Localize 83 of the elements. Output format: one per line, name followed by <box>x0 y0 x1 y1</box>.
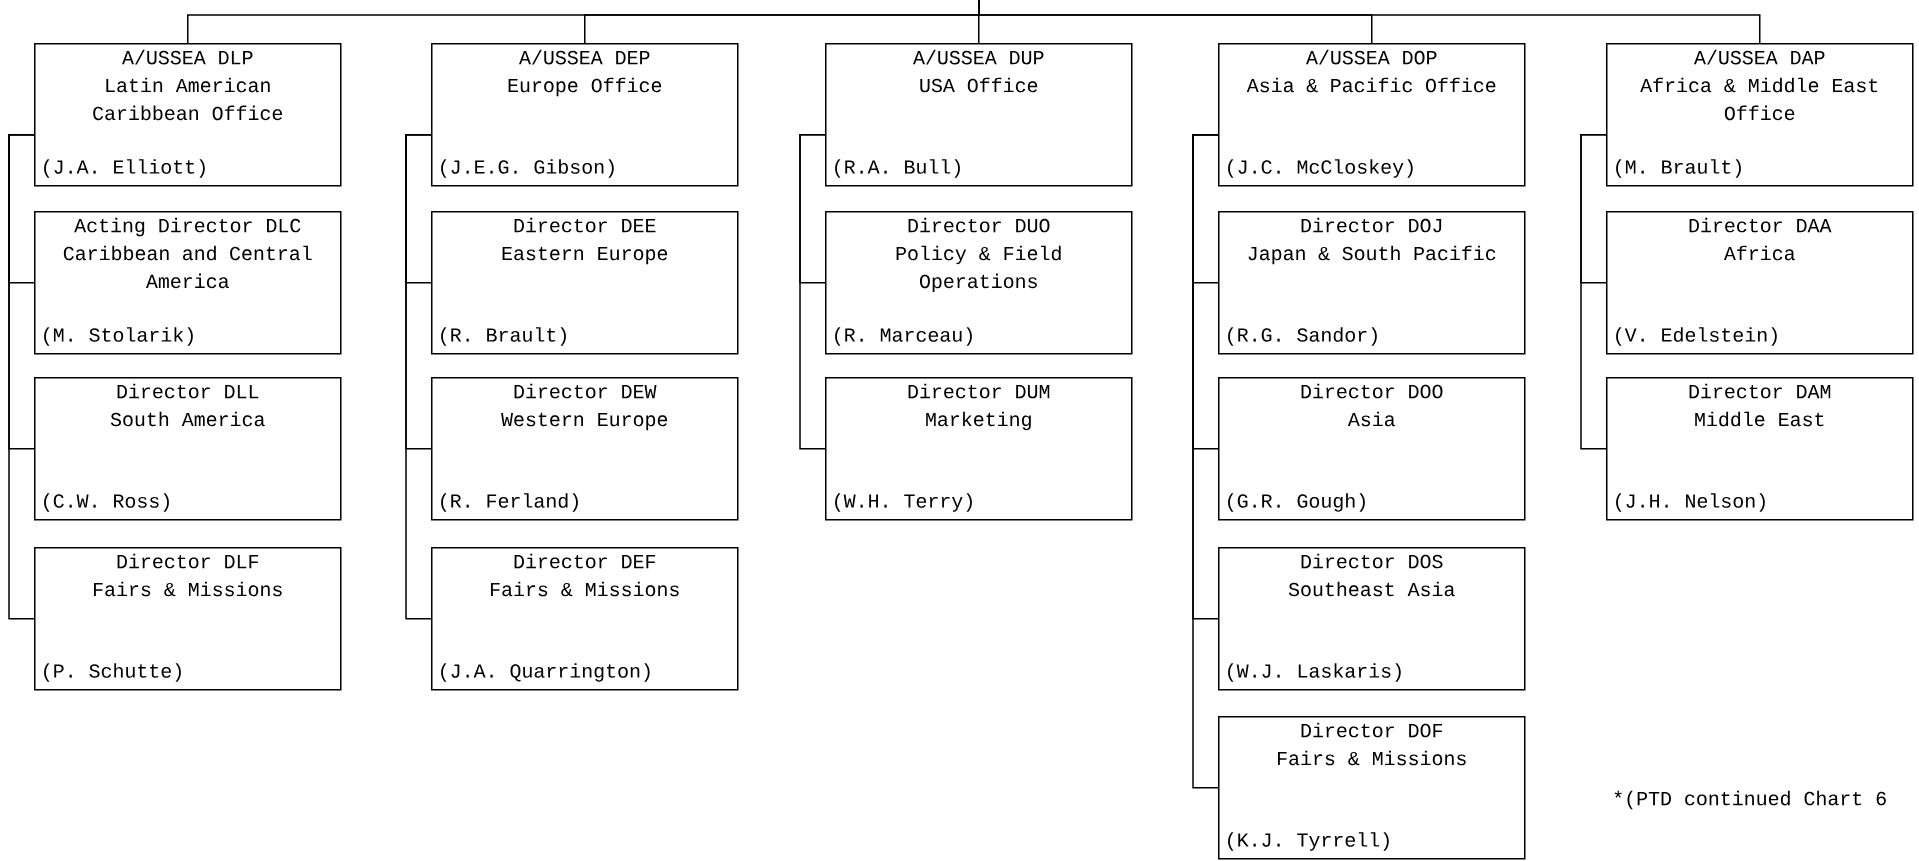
position-box <box>1218 211 1526 355</box>
position-title: Director DLF <box>117 553 259 569</box>
position-box <box>34 377 342 521</box>
position-title: Caribbean and Central America <box>63 245 312 289</box>
position-title: Director DOO <box>1301 383 1443 399</box>
connector-line <box>978 0 1761 44</box>
person-name: (R.A. Bull) <box>835 159 960 178</box>
person-name: (M. Brault) <box>1616 159 1741 178</box>
position-title: Director DEF <box>514 553 656 569</box>
position-title: A/USSEA DEP <box>519 49 650 65</box>
person-name: (J.A. Elliott) <box>44 159 205 178</box>
connector-line <box>405 134 432 620</box>
position-box <box>431 547 739 691</box>
connector-line <box>1580 134 1607 450</box>
person-name: (K.J. Tyrrell) <box>1228 832 1389 851</box>
position-title: Asia & Pacific Office <box>1246 77 1496 93</box>
position-title: Fairs & Missions <box>1278 750 1466 766</box>
position-title: Director DUM <box>908 383 1050 399</box>
position-box <box>825 211 1133 355</box>
position-title: Southeast Asia <box>1288 581 1455 597</box>
position-title: Western Europe <box>501 412 668 431</box>
person-name: (J.A. Quarrington) <box>441 663 650 682</box>
position-title: Policy & Field Operations <box>896 245 1061 293</box>
position-box <box>1218 377 1526 521</box>
position-title: Director DAA <box>1689 217 1832 233</box>
position-box <box>34 547 342 691</box>
position-title: Fairs & Missions <box>94 581 282 597</box>
person-name: (R.G. Sandor) <box>1228 327 1377 346</box>
position-title: Marketing <box>926 411 1031 431</box>
position-box <box>1606 377 1914 521</box>
position-box <box>1606 43 1914 187</box>
person-name: (G.R. Gough) <box>1228 493 1365 512</box>
position-title: A/USSEA DLP <box>122 49 253 65</box>
position-title: Director DAM <box>1689 383 1831 399</box>
person-name: (P. Schutte) <box>44 663 181 682</box>
connector-line <box>799 134 826 450</box>
position-title: Director DLL <box>117 383 259 399</box>
position-box <box>431 211 739 355</box>
person-name: (J.E.G. Gibson) <box>441 159 614 178</box>
person-name: (J.C. McCloskey) <box>1228 159 1413 178</box>
position-title: Eastern Europe <box>502 246 668 265</box>
position-title: Director DEW <box>514 383 657 399</box>
person-name: (M. Stolarik) <box>44 327 193 346</box>
position-box <box>34 43 342 187</box>
position-title: Fairs & Missions <box>491 581 679 597</box>
position-title: Africa & Middle East Office <box>1640 77 1878 121</box>
person-name: (R. Ferland) <box>441 493 578 512</box>
position-title: South America <box>110 411 265 427</box>
position-title: Acting Director DLC <box>74 217 301 237</box>
connector-line <box>1192 134 1219 789</box>
person-name: (R. Marceau) <box>835 327 972 346</box>
position-title: Director DEE <box>514 217 656 233</box>
position-box <box>431 43 739 187</box>
position-box <box>825 43 1133 187</box>
position-box <box>34 211 342 355</box>
position-title: A/USSEA DOP <box>1306 49 1437 65</box>
position-title: Europe Office <box>508 77 662 97</box>
position-box <box>431 377 739 521</box>
position-box <box>825 377 1133 521</box>
person-name: (V. Edelstein) <box>1616 327 1777 346</box>
person-name: (W.H. Terry) <box>835 493 972 512</box>
person-name: (C.W. Ross) <box>44 493 169 512</box>
position-title: Director DOJ <box>1301 217 1442 233</box>
position-title: Africa <box>1723 245 1795 261</box>
position-title: Director DUO <box>908 217 1050 233</box>
person-name: (J.H. Nelson) <box>1616 493 1765 512</box>
position-title: Director DOF <box>1301 722 1443 738</box>
position-title: A/USSEA DUP <box>913 49 1044 65</box>
position-box <box>1218 43 1526 187</box>
position-box <box>1218 716 1526 860</box>
position-title: Japan & South Pacific <box>1248 245 1496 265</box>
note-text: *(PTD continued Chart 6 <box>1614 790 1886 810</box>
person-name: (W.J. Laskaris) <box>1228 663 1401 682</box>
person-name: (R. Brault) <box>441 327 566 346</box>
position-box <box>1218 547 1526 691</box>
position-title: A/USSEA DAP <box>1694 49 1825 65</box>
position-box <box>1606 211 1914 355</box>
position-title: USA Office <box>920 77 1038 93</box>
position-title: Director DOS <box>1301 553 1443 569</box>
position-title: Middle East <box>1695 411 1824 427</box>
connector-line <box>8 134 35 620</box>
position-title: Asia <box>1347 411 1395 427</box>
position-title: Latin American Caribbean Office <box>93 77 283 121</box>
